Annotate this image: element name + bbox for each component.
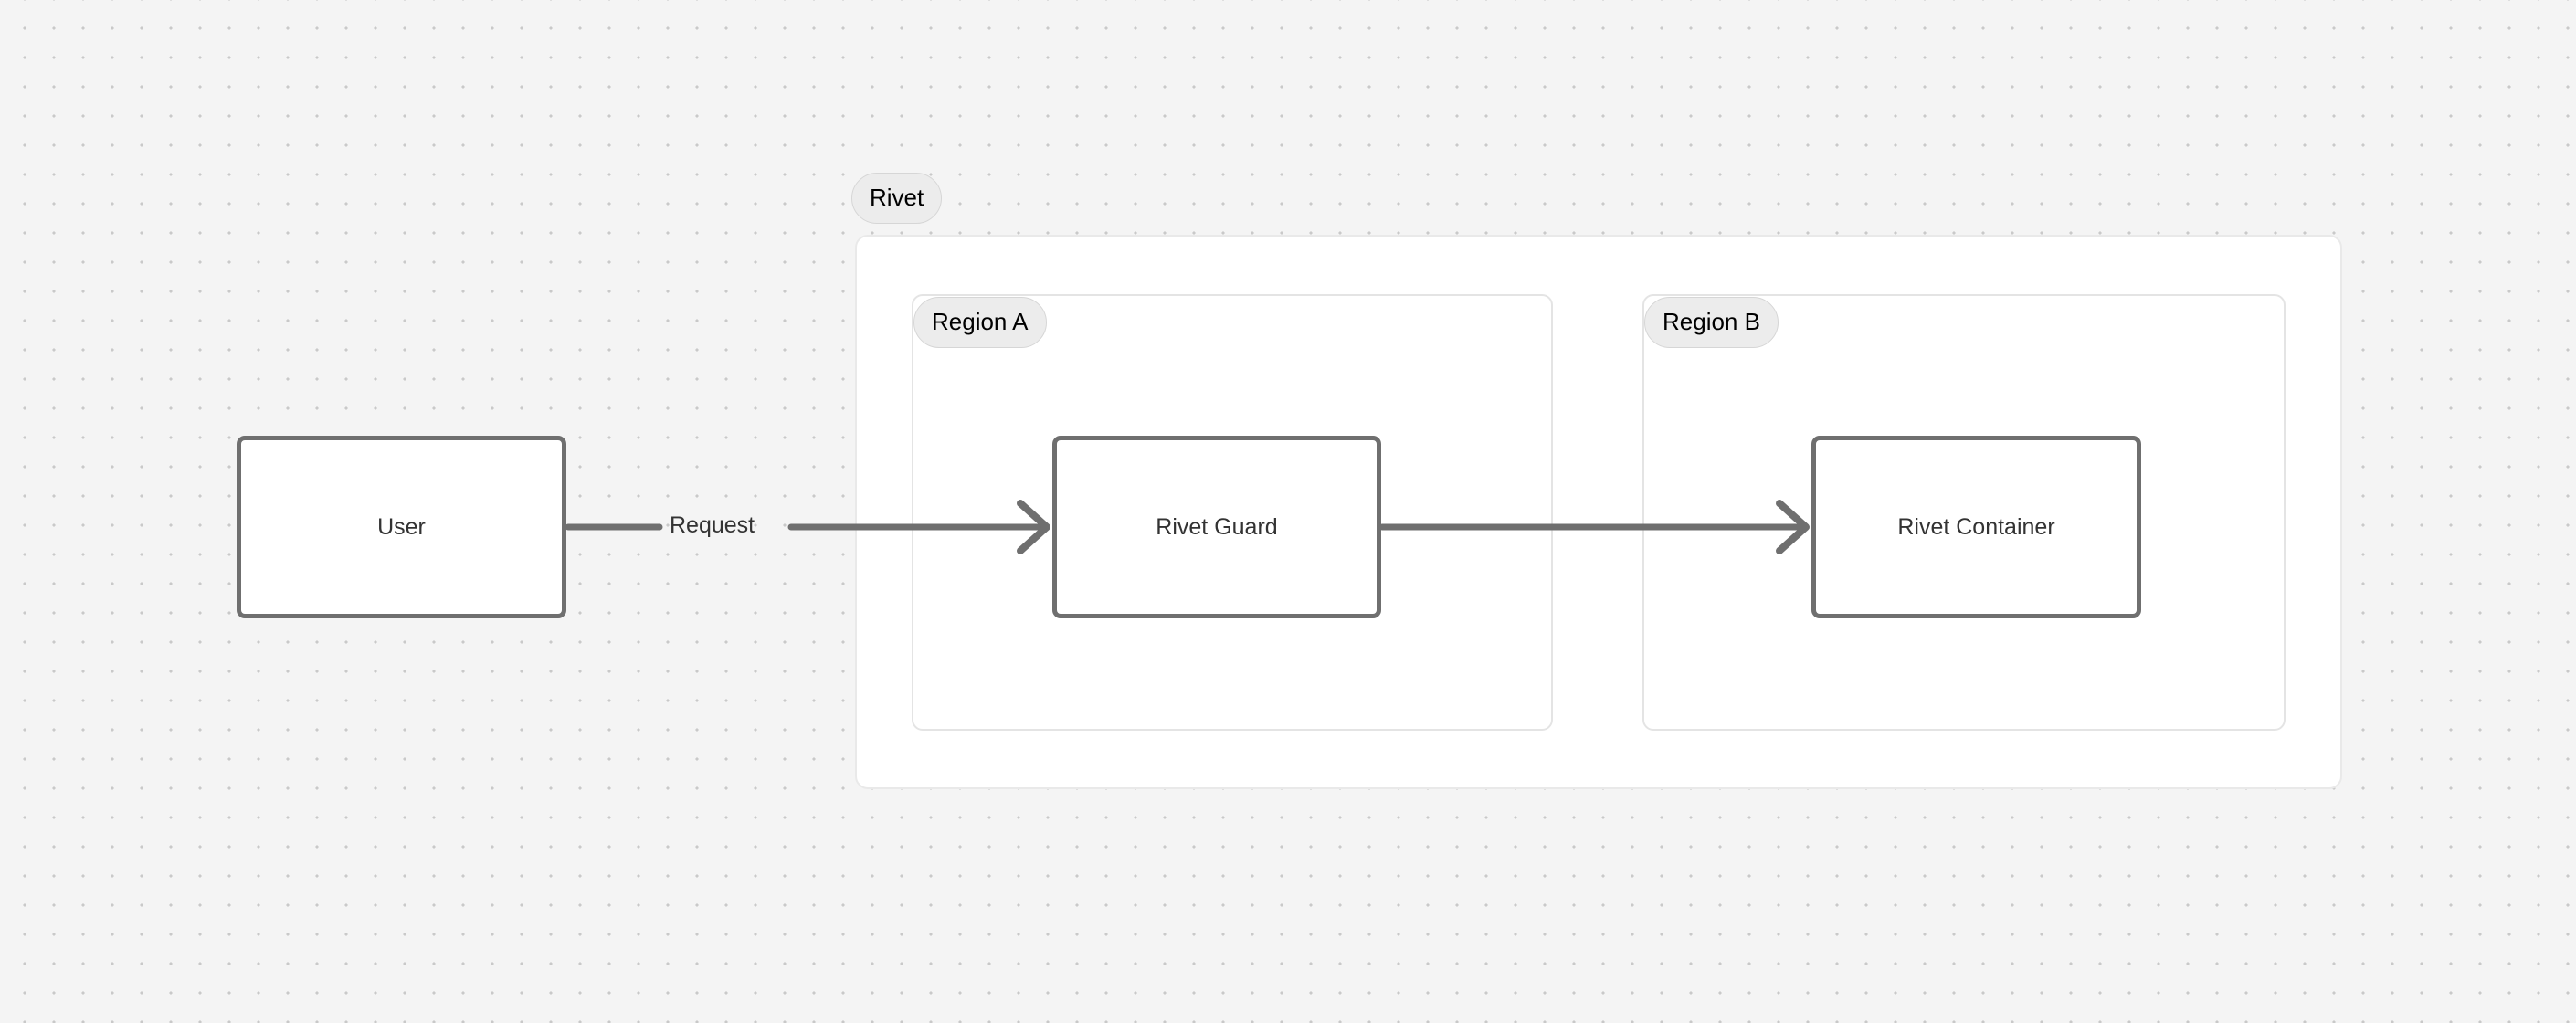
edge-label-request: Request (670, 512, 755, 538)
node-rivet-container[interactable]: Rivet Container (1811, 436, 2141, 618)
group-label-region-b[interactable]: Region B (1644, 297, 1779, 348)
node-rivet-guard[interactable]: Rivet Guard (1052, 436, 1381, 618)
node-rivet-guard-label: Rivet Guard (1156, 513, 1278, 540)
node-rivet-container-label: Rivet Container (1897, 513, 2055, 540)
node-user-label: User (377, 513, 426, 540)
node-user[interactable]: User (237, 436, 566, 618)
group-label-region-a[interactable]: Region A (913, 297, 1047, 348)
group-label-rivet[interactable]: Rivet (851, 173, 943, 224)
